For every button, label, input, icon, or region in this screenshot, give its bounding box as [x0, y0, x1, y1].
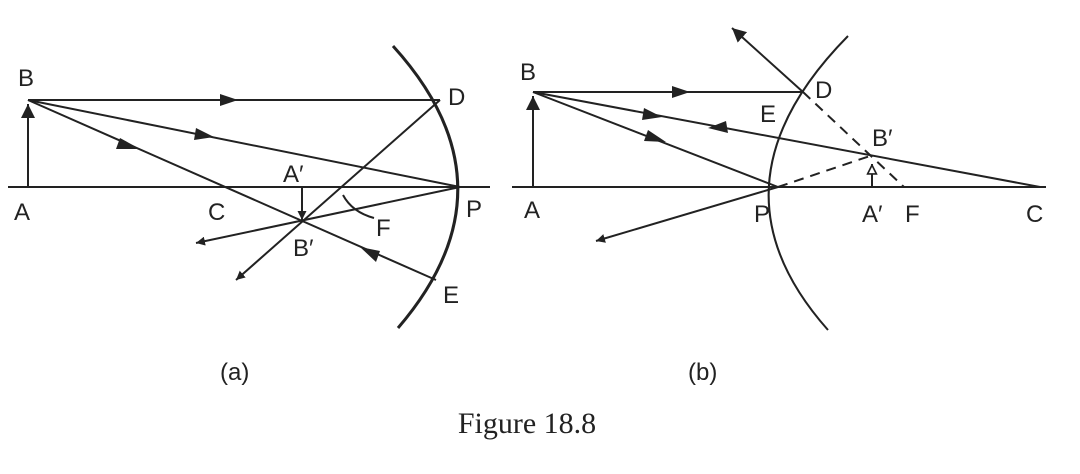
ray-b-to-p [27, 99, 461, 188]
label-e: E [443, 282, 459, 309]
ray-arrowhead [672, 86, 690, 98]
label-b: B [520, 59, 536, 86]
virtual-ray-p [777, 155, 871, 188]
ray-arrowhead [194, 128, 214, 140]
convex-mirror [767, 35, 849, 331]
ray-arrowhead [708, 121, 728, 133]
label-d: D [448, 84, 465, 111]
ray-arrowhead [644, 130, 666, 142]
ray-b-toward-c [532, 91, 1041, 188]
label-b-prime: B′ [293, 235, 314, 262]
label-d: D [815, 77, 832, 104]
panel-b: B A D E B′ P A′ F C (b) [512, 27, 1046, 386]
ray-p-reflected [595, 186, 779, 243]
label-e: E [760, 101, 776, 128]
label-c: C [208, 199, 225, 226]
figure-caption: Figure 18.8 [458, 407, 596, 440]
ray-d-reflected [235, 99, 441, 281]
ray-arrowhead [220, 94, 238, 106]
label-p: P [754, 201, 770, 228]
label-b: B [18, 65, 34, 92]
focus-pointer [342, 194, 375, 219]
label-p: P [466, 196, 482, 223]
ray-d-reflected [731, 27, 804, 93]
label-f: F [905, 201, 920, 228]
label-f: F [376, 215, 391, 242]
ray-p-reflected [195, 186, 461, 246]
panel-b-sublabel: (b) [688, 359, 717, 386]
label-a-prime: A′ [862, 201, 883, 228]
virtual-ray-to-f [802, 91, 905, 188]
label-a-prime: A′ [283, 161, 304, 188]
panel-a-sublabel: (a) [220, 359, 249, 386]
ray-arrowhead [360, 247, 380, 262]
ray-arrowhead [642, 108, 662, 120]
label-c: C [1026, 201, 1043, 228]
ray-arrowhead [116, 138, 140, 149]
panel-a: B A C D P E F A′ B′ (a) [8, 44, 490, 386]
label-b-prime: B′ [872, 125, 893, 152]
label-a: A [14, 199, 30, 226]
label-a: A [524, 197, 540, 224]
